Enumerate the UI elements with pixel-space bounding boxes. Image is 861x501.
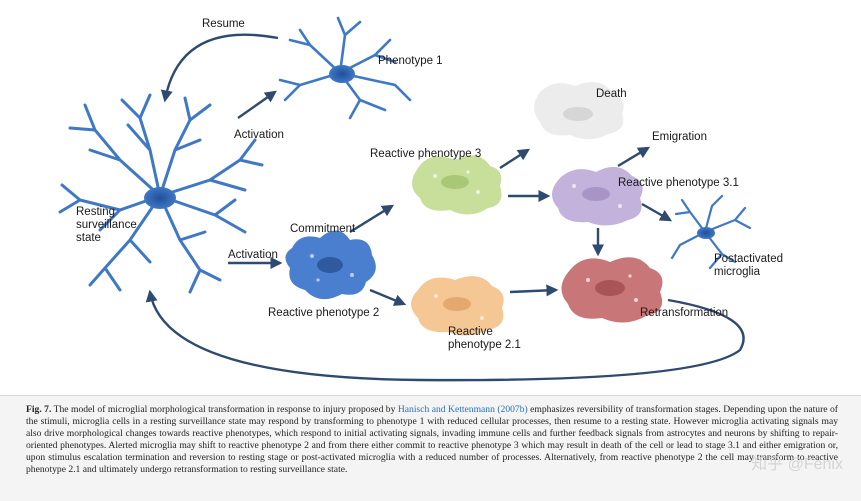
reactive21-label-2: phenotype 2.1: [448, 339, 521, 351]
retransformation-label: Retransformation: [640, 307, 728, 319]
reference-link[interactable]: Hanisch and Kettenmann (2007b): [397, 404, 528, 415]
reactive3-to-death-arrow: [499, 148, 531, 170]
figure-label: Fig. 7.: [26, 404, 52, 415]
postactivated-label-2: microglia: [714, 266, 761, 278]
arrows: [145, 33, 745, 382]
activation-top-arrow: [237, 90, 277, 119]
resume-label: Resume: [202, 18, 245, 30]
reactive31-label: Reactive phenotype 3.1: [618, 177, 739, 189]
resting-label-3: state: [76, 232, 101, 244]
death-cell: [534, 82, 624, 140]
caption-box: Fig. 7. The model of microglial morpholo…: [0, 395, 861, 501]
reactive2-to-21-arrow: [369, 288, 407, 306]
microglia-transformation-diagram: Resume Phenotype 1 Activation Resting su…: [58, 16, 783, 382]
emigration-label: Emigration: [652, 131, 707, 143]
activation-top-label: Activation: [234, 129, 284, 141]
commitment-arrow: [349, 204, 395, 234]
retransformation-cell: [561, 257, 663, 323]
resting-cell: [58, 93, 264, 294]
commitment-label: Commitment: [290, 223, 356, 235]
reactive31-to-emigration-arrow: [617, 146, 651, 168]
reactive2-label: Reactive phenotype 2: [268, 307, 379, 319]
figure-caption: Fig. 7. The model of microglial morpholo…: [26, 404, 838, 475]
postactivated-cell: [670, 194, 752, 270]
postactivated-label-1: Postactivated: [714, 253, 783, 265]
resting-label-2: surveillance: [76, 219, 137, 231]
reactive21-to-retransformation-arrow: [509, 284, 559, 297]
phenotype1-cell: [278, 16, 412, 120]
caption-text-after-ref: emphasizes reversibility of transformati…: [26, 404, 838, 475]
activation-bottom-label: Activation: [228, 249, 278, 261]
reactive21-cell: [411, 276, 504, 336]
reactive2-cell: [285, 230, 376, 300]
caption-text-before-ref: The model of microglial morphological tr…: [51, 404, 398, 415]
reactive21-label-1: Reactive: [448, 326, 493, 338]
phenotype1-label: Phenotype 1: [378, 55, 443, 67]
reactive3-label: Reactive phenotype 3: [370, 148, 481, 160]
reactive3-cell: [411, 155, 502, 215]
resume-arrow: [160, 33, 279, 103]
death-label: Death: [596, 88, 627, 100]
retransformation-return-arrow: [145, 289, 745, 382]
reactive31-to-postactivated-arrow: [641, 202, 673, 222]
reactive31-cell: [551, 166, 643, 226]
watermark: 知乎 @Fenix: [751, 456, 843, 473]
resting-label-1: Resting: [76, 206, 115, 218]
